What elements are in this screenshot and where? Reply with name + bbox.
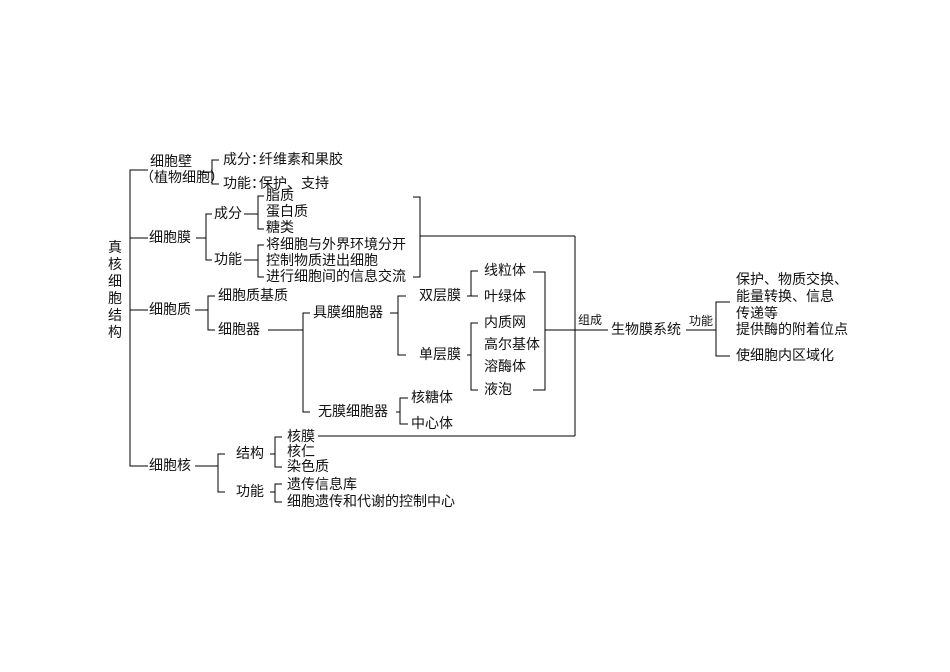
single-membrane-label: 单层膜 xyxy=(419,347,461,363)
nucleus-function: 遗传信息库 xyxy=(287,477,357,493)
membrane-function: 进行细胞间的信息交流 xyxy=(266,269,406,285)
cell-wall-label: 细胞壁 xyxy=(150,154,192,170)
nucleus-structure: 核膜 xyxy=(287,429,315,445)
nucleus-structure: 核仁 xyxy=(287,444,315,460)
cytoplasm-bracket xyxy=(207,295,215,331)
organelle-item: 内质网 xyxy=(484,315,526,331)
system-function-line: 提供酶的附着位点 xyxy=(736,322,848,338)
cell-membrane-label: 细胞膜 xyxy=(149,230,191,246)
wall-composition-value: 纤维素和果胶 xyxy=(259,152,343,168)
root-bracket xyxy=(129,169,137,467)
membrane-bracket xyxy=(205,213,212,261)
cell-wall-note: （植物细胞） xyxy=(140,170,224,186)
biomembrane-system-label: 生物膜系统 xyxy=(611,322,681,338)
non-membranous-organelles-label: 无膜细胞器 xyxy=(318,404,388,420)
organelle-item: 线粒体 xyxy=(484,263,526,279)
membranous-organelles-label: 具膜细胞器 xyxy=(313,305,383,321)
membrane-function: 控制物质进出细胞 xyxy=(266,253,378,269)
organelles-label: 细胞器 xyxy=(218,322,260,338)
wall-composition-label: 成分： xyxy=(223,152,265,168)
nucleus-label: 细胞核 xyxy=(149,458,191,474)
organelle-item: 液泡 xyxy=(484,382,512,398)
nucleus-function-label: 功能 xyxy=(236,484,264,500)
nucleus-structure-label: 结构 xyxy=(236,446,264,462)
membrane-function: 将细胞与外界环境分开 xyxy=(266,237,406,253)
cytoplasm-label: 细胞质 xyxy=(149,302,191,318)
wall-bracket xyxy=(211,159,219,185)
membrane-component: 脂质 xyxy=(266,188,294,204)
membrane-composition-label: 成分 xyxy=(214,206,242,222)
system-function-line: 使细胞内区域化 xyxy=(736,348,834,364)
nucleus-structure: 染色质 xyxy=(287,459,329,475)
system-function-label: 功能 xyxy=(689,314,714,328)
organelle-item: 叶绿体 xyxy=(484,289,526,305)
system-function-bracket xyxy=(715,301,730,357)
organelle-item: 溶酶体 xyxy=(484,359,526,375)
membrane-function-label: 功能 xyxy=(214,252,242,268)
organelle-right-bracket xyxy=(533,271,546,391)
wall-function-label: 功能： xyxy=(223,176,265,192)
membrane-component: 糖类 xyxy=(266,220,294,236)
system-function-line: 传递等 xyxy=(736,306,778,322)
membrane-right-bracket xyxy=(413,196,421,278)
organelle-item: 高尔基体 xyxy=(484,337,540,353)
wall-function-value: 保护、支持 xyxy=(259,176,329,192)
system-function-line: 能量转换、信息 xyxy=(736,289,834,305)
organelle-item: 核糖体 xyxy=(411,390,453,406)
nucleus-function: 细胞遗传和代谢的控制中心 xyxy=(287,494,455,510)
root-label: 真核细胞结构 xyxy=(108,240,122,341)
compose-label: 组成 xyxy=(578,313,603,327)
organelle-item: 中心体 xyxy=(411,416,453,432)
cytoplasm-matrix: 细胞质基质 xyxy=(218,288,288,304)
double-membrane-label: 双层膜 xyxy=(419,288,461,304)
system-function-line: 保护、物质交换、 xyxy=(736,272,848,288)
nucleus-bracket xyxy=(217,453,225,493)
membrane-component: 蛋白质 xyxy=(266,204,308,220)
